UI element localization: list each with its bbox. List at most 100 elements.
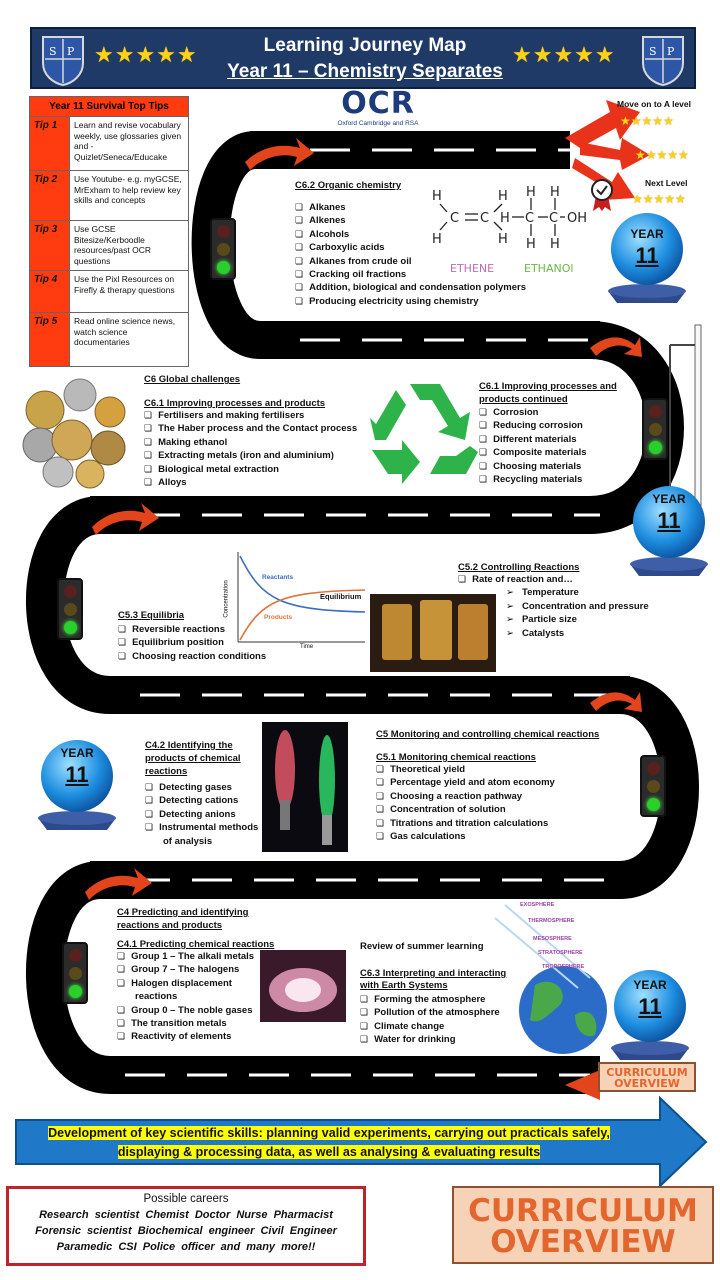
list-item: Extracting metals (iron and aluminium) xyxy=(144,449,376,462)
crest-letter-s: S xyxy=(49,45,57,58)
list-item: Temperature xyxy=(506,586,668,599)
year-badge-icon xyxy=(38,740,116,830)
year-11-badge: YEAR 11 xyxy=(602,205,692,315)
careers-row: Research scientist Chemist Doctor Nurse … xyxy=(39,1209,333,1221)
section-c4-2: C4.2 Identifying the products of chemica… xyxy=(145,739,263,848)
year-number: 11 xyxy=(657,508,681,533)
section-title: C5 Monitoring and controlling chemical r… xyxy=(376,729,600,740)
topic-list: Forming the atmosphere Pollution of the … xyxy=(360,993,520,1047)
list-item: Particle size xyxy=(506,613,668,626)
graph-products-label: Products xyxy=(264,614,293,621)
section-c6: C6 Global challenges C6.1 Improving proc… xyxy=(144,374,376,489)
list-item: Alkenes xyxy=(295,214,555,227)
list-item: Recycling materials xyxy=(479,473,629,486)
page-subtitle: Year 11 – Chemistry Separates xyxy=(227,61,503,82)
section-c5-3: C5.3 Equilibria Reversible reactions Equ… xyxy=(118,610,278,663)
svg-text:H: H xyxy=(432,189,442,204)
section-title: C6.1 Improving processes and products co… xyxy=(479,381,617,405)
list-item: Choosing reaction conditions xyxy=(118,650,278,663)
section-c6-3: C6.3 Interpreting and interacting with E… xyxy=(360,968,520,1047)
stars-left: ★★★★★ xyxy=(94,42,198,67)
tip-text: Learn and revise vocabulary weekly, use … xyxy=(69,116,189,171)
year-11-badge: YEAR 11 xyxy=(624,478,714,588)
svg-text:OH: OH xyxy=(567,211,587,226)
list-item: The transition metals xyxy=(117,1017,257,1030)
ocr-logo-text: OCR xyxy=(341,86,415,121)
tip-text: Use Youtube- e.g. myGCSE, MrExham to hel… xyxy=(69,170,189,221)
section-title: C5.3 Equilibria xyxy=(118,610,184,621)
careers-row: Forensic scientist Biochemical engineer … xyxy=(35,1225,337,1237)
curriculum-overview-large: CURRICULUM OVERVIEW xyxy=(452,1186,714,1264)
list-item: Halogen displacement reactions xyxy=(117,977,257,1004)
ethanol-label: ETHANOl xyxy=(524,262,574,275)
list-item: Fertilisers and making fertilisers xyxy=(144,409,376,422)
crest-letter-p-right: P xyxy=(667,45,675,58)
tip-label: Tip 3 xyxy=(29,220,70,271)
header-banner: S P ★★★★★ Learning Journey Map Year 11 –… xyxy=(30,27,696,89)
year-label: YEAR xyxy=(633,978,667,992)
list-item: Producing electricity using chemistry xyxy=(295,295,555,308)
topic-list: Group 1 – The alkali metals Group 7 – Th… xyxy=(117,950,257,1044)
section-title: C4.2 Identifying the products of chemica… xyxy=(145,740,241,777)
graph-equilibrium-label: Equilibrium xyxy=(320,592,362,601)
careers-row: Paramedic CSI Police officer and many mo… xyxy=(56,1241,316,1253)
svg-text:H: H xyxy=(498,189,508,204)
road-segment-5 xyxy=(90,676,699,899)
list-item: The Haber process and the Contact proces… xyxy=(144,422,376,435)
list-item: Making ethanol xyxy=(144,436,376,449)
list-item: Cracking oil fractions xyxy=(295,268,555,281)
flame-test-photo xyxy=(262,722,348,852)
graph-x-label: Time xyxy=(300,644,314,650)
section-c5: C5 Monitoring and controlling chemical r… xyxy=(376,729,621,843)
ethene-label: ETHENE xyxy=(450,262,495,275)
section-subtitle: C5.1 Monitoring chemical reactions xyxy=(376,752,536,763)
list-item: Equilibrium position xyxy=(118,636,278,649)
page-title: Learning Journey Map xyxy=(263,35,467,56)
coins-image xyxy=(22,378,126,489)
atmosphere-layer-label: STRATOSPHERE xyxy=(538,950,583,956)
year-badge-icon xyxy=(608,213,686,303)
list-item: Choosing materials xyxy=(479,460,629,473)
ocr-logo: OCR Oxford Cambridge and RSA xyxy=(326,86,430,128)
section-title: C4 Predicting and identifying reactions … xyxy=(117,907,249,931)
review-summer-learning: Review of summer learning xyxy=(360,941,484,952)
year-11-badge: YEAR 11 xyxy=(605,962,695,1072)
tips-heading: Year 11 Survival Top Tips xyxy=(29,96,189,117)
section-title: C6 Global challenges xyxy=(144,374,241,385)
a-level-label: Move on to A level xyxy=(617,99,691,109)
atmosphere-layer-label: EXOSPHERE xyxy=(520,902,555,908)
tip-text: Read online science news, watch science … xyxy=(69,312,189,367)
tip-text: Use GCSE Bitesize/Kerboodle resources/pa… xyxy=(69,220,189,271)
traffic-light-icon xyxy=(640,755,666,817)
list-item: Addition, biological and condensation po… xyxy=(295,281,555,294)
year-label: YEAR xyxy=(652,492,686,506)
list-item: Alkanes from crude oil xyxy=(295,255,555,268)
list-item: Group 0 – The noble gases xyxy=(117,1004,257,1017)
topic-list: Theoretical yield Percentage yield and a… xyxy=(376,763,621,843)
list-item: Catalysts xyxy=(506,627,668,640)
list-item: Different materials xyxy=(479,433,629,446)
year-number: 11 xyxy=(638,994,662,1019)
list-item: Titrations and titration calculations xyxy=(376,817,621,830)
topic-list: Fertilisers and making fertilisers The H… xyxy=(144,409,376,489)
award-rosette-icon xyxy=(591,179,613,211)
list-item: Alkanes xyxy=(295,201,555,214)
list-item: Instrumental methods of analysis xyxy=(145,821,263,848)
list-item: Rate of reaction and… xyxy=(458,573,668,586)
list-item: Group 7 – The halogens xyxy=(117,963,257,976)
list-item: Forming the atmosphere xyxy=(360,993,520,1006)
section-c6-2: C6.2 Organic chemistry Alkanes Alkenes A… xyxy=(295,180,555,308)
recycle-icon xyxy=(370,384,478,484)
section-title: C6.3 Interpreting and interacting with E… xyxy=(360,968,507,991)
list-item: Detecting cations xyxy=(145,794,263,807)
list-item: Water for drinking xyxy=(360,1033,520,1046)
mid-level-stars: ★★★★★ xyxy=(635,148,689,162)
atmosphere-layer-label: MESOSPHERE xyxy=(533,936,572,942)
ocr-tagline: Oxford Cambridge and RSA xyxy=(337,120,419,127)
tip-label: Tip 5 xyxy=(29,312,70,367)
list-item: Carboxylic acids xyxy=(295,241,555,254)
year-number: 11 xyxy=(635,243,659,268)
stars-right: ★★★★★ xyxy=(512,42,616,67)
graph-reactants-label: Reactants xyxy=(262,574,294,581)
svg-text:H: H xyxy=(526,185,536,200)
